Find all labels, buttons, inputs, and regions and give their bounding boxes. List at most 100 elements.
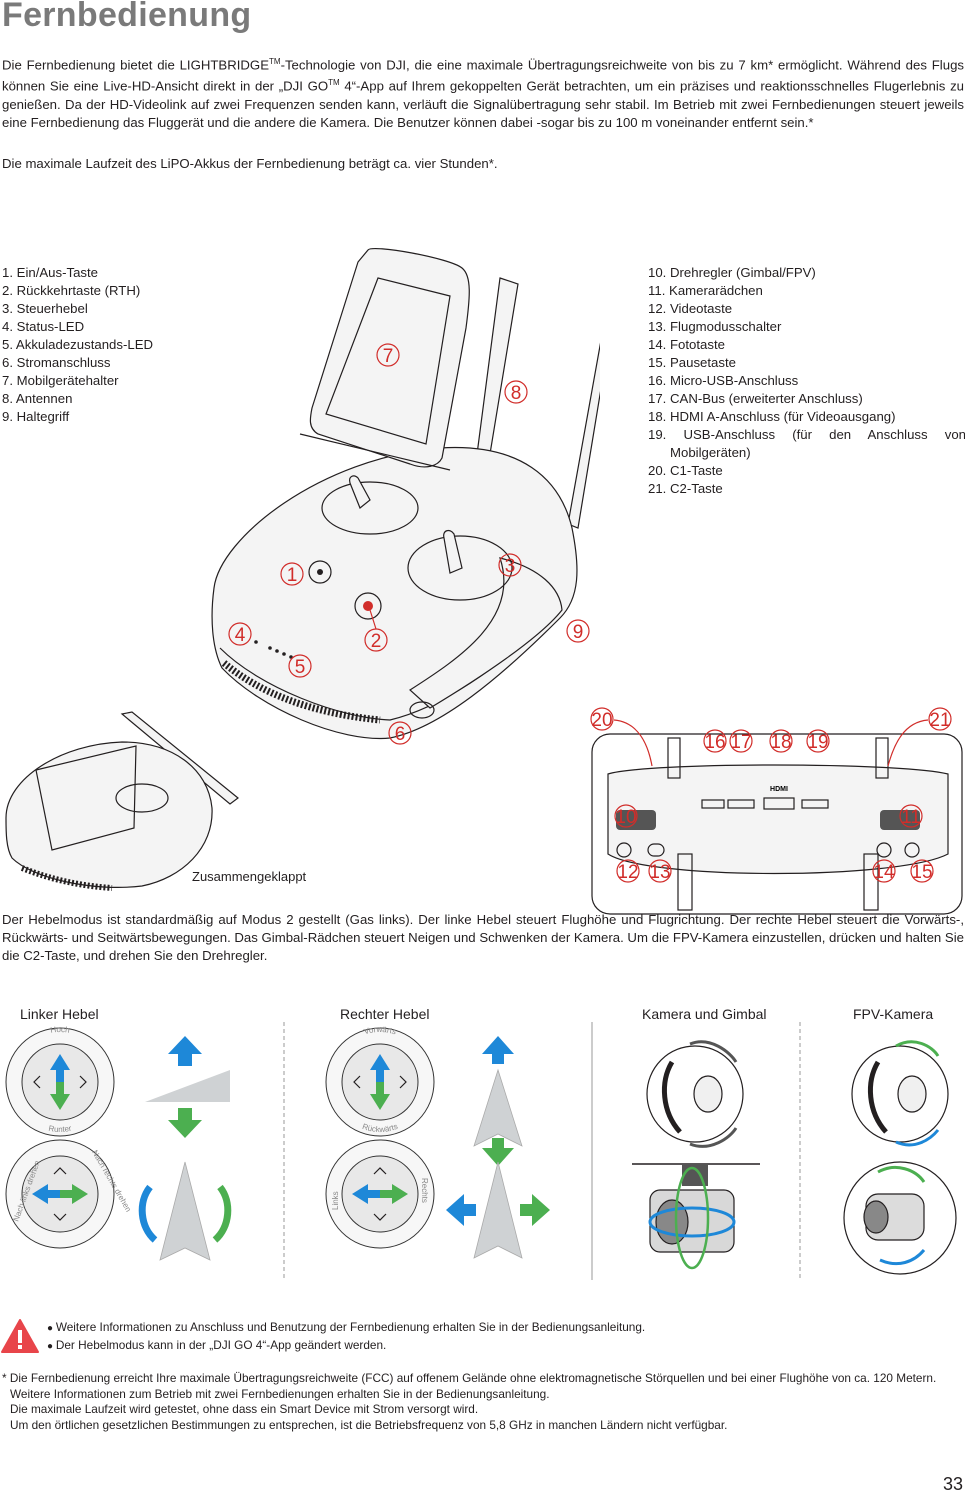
hdmi-port-label: HDMI bbox=[770, 786, 788, 793]
rotate-down-icon bbox=[689, 1127, 738, 1148]
callout-6: 6 bbox=[388, 721, 412, 745]
pause-button[interactable] bbox=[904, 842, 920, 858]
svg-text:9: 9 bbox=[573, 622, 584, 643]
right-stick-pitch: Vorwärts Rückwärts bbox=[325, 1025, 435, 1137]
svg-text:4: 4 bbox=[235, 625, 246, 646]
footnote-line: Weitere Informationen zum Betrieb mit zw… bbox=[10, 1386, 550, 1401]
dial-right[interactable] bbox=[880, 810, 920, 830]
footnote: * Die Fernbedienung erreicht Ihre maxima… bbox=[2, 1371, 964, 1433]
legend-item: 11. Kamerarädchen bbox=[648, 283, 763, 298]
trademark-sup-2: TM bbox=[328, 78, 340, 88]
svg-text:21: 21 bbox=[929, 710, 950, 731]
svg-text:20: 20 bbox=[591, 710, 612, 731]
label-up: Hoch bbox=[50, 1025, 70, 1035]
tilt-rotation-icon bbox=[674, 1166, 710, 1270]
antenna-left bbox=[475, 277, 519, 467]
svg-text:3: 3 bbox=[505, 556, 516, 577]
intro-text-1: Die Fernbedienung bietet die LIGHTBRIDGE bbox=[2, 57, 269, 73]
arrow-right-icon bbox=[380, 1184, 408, 1204]
arrow-up-icon bbox=[482, 1036, 514, 1064]
legend-item: 16. Micro-USB-Anschluss bbox=[648, 373, 799, 388]
footnote-line: * Die Fernbedienung erreicht Ihre maxima… bbox=[2, 1371, 937, 1385]
legend-item: 21. C2-Taste bbox=[648, 481, 723, 496]
callout-3: 3 bbox=[498, 553, 522, 577]
label-forward: Vorwärts bbox=[363, 1025, 397, 1036]
arrow-right-icon bbox=[520, 1194, 550, 1226]
legend-item: 17. CAN-Bus (erweiterter Anschluss) bbox=[648, 391, 863, 406]
arrow-up-icon bbox=[50, 1054, 70, 1082]
callout-11: 11 bbox=[899, 804, 923, 828]
footnote-line: Um den örtlichen gesetzlichen Bestimmung… bbox=[10, 1417, 728, 1432]
svg-text:13: 13 bbox=[649, 862, 670, 883]
legend-item: 2. Rückkehrtaste (RTH) bbox=[2, 283, 141, 298]
callout-20: 20 bbox=[590, 707, 653, 767]
svg-text:7: 7 bbox=[383, 346, 394, 367]
rotate-left-icon bbox=[138, 1184, 158, 1243]
svg-text:18: 18 bbox=[770, 732, 791, 753]
back-leg-right bbox=[863, 853, 879, 911]
callout-17: 17 bbox=[729, 729, 753, 753]
svg-text:14: 14 bbox=[873, 862, 895, 883]
legend-item: 9. Haltegriff bbox=[2, 409, 70, 424]
page-number: 33 bbox=[942, 1474, 963, 1494]
legend-item: 5. Akkuladezustands-LED bbox=[2, 337, 154, 352]
callout-7: 7 bbox=[376, 343, 400, 367]
back-antenna-left bbox=[667, 737, 681, 779]
arrow-up-icon bbox=[168, 1036, 202, 1066]
callout-14: 14 bbox=[872, 859, 896, 883]
callout-8: 8 bbox=[504, 380, 528, 404]
antenna-right bbox=[567, 342, 600, 529]
folded-speaker-grille bbox=[20, 865, 113, 891]
warning-item: Der Hebelmodus kann in der „DJI GO 4“-Ap… bbox=[47, 1337, 645, 1355]
video-button[interactable] bbox=[616, 842, 632, 858]
rotate-up-icon bbox=[689, 1040, 738, 1063]
mobile-holder bbox=[309, 247, 470, 468]
callout-15: 15 bbox=[910, 859, 934, 883]
warning-list: Weitere Informationen zu Anschluss und B… bbox=[47, 1319, 645, 1355]
arrow-down-icon bbox=[50, 1082, 70, 1110]
power-port bbox=[409, 701, 435, 719]
legend-item: 20. C1-Taste bbox=[648, 463, 723, 478]
section-label-gimbal: Kamera und Gimbal bbox=[642, 1006, 767, 1022]
right-stick-roll: Links Rechts bbox=[325, 1139, 435, 1249]
callout-12: 12 bbox=[616, 859, 640, 883]
callout-1: 1 bbox=[280, 562, 304, 586]
arrow-up-icon bbox=[370, 1054, 390, 1082]
paper-plane-icon bbox=[473, 1161, 523, 1259]
right-stick[interactable] bbox=[443, 529, 463, 574]
arrow-right-icon bbox=[60, 1184, 88, 1204]
left-stick-yaw: Nach links drehen Nach rechts drehen bbox=[5, 1139, 133, 1249]
tilt-down-icon bbox=[879, 1248, 926, 1266]
svg-text:15: 15 bbox=[911, 862, 932, 883]
stick-mode-paragraph: Der Hebelmodus ist standardmäßig auf Mod… bbox=[2, 912, 964, 963]
flight-mode-switch[interactable] bbox=[647, 843, 665, 857]
back-leg-left bbox=[677, 853, 693, 911]
photo-button[interactable] bbox=[876, 842, 892, 858]
paper-plane-icon bbox=[473, 1068, 523, 1147]
legend-item: 8. Antennen bbox=[2, 391, 73, 406]
svg-text:10: 10 bbox=[615, 807, 636, 828]
left-stick[interactable] bbox=[349, 475, 371, 509]
callout-4: 4 bbox=[228, 622, 252, 646]
svg-text:6: 6 bbox=[395, 724, 406, 745]
legend-item: 7. Mobilgerätehalter bbox=[2, 373, 119, 388]
arrow-left-icon bbox=[352, 1184, 380, 1204]
svg-text:12: 12 bbox=[617, 862, 638, 883]
svg-text:19: 19 bbox=[807, 732, 828, 753]
arrow-down-icon bbox=[168, 1108, 202, 1138]
footnote-line: Die maximale Laufzeit wird getestet, ohn… bbox=[10, 1402, 479, 1416]
arrow-down-icon bbox=[370, 1082, 390, 1110]
rotate-right-icon bbox=[212, 1184, 232, 1243]
warning-triangle-icon bbox=[1, 1319, 39, 1353]
speaker-grille bbox=[221, 660, 381, 724]
callout-19: 19 bbox=[806, 729, 830, 753]
power-button[interactable] bbox=[308, 560, 332, 584]
remote-controller-illustration: 1 2 3 4 5 6 7 8 9 bbox=[211, 247, 600, 745]
page-title: Fernbedienung bbox=[2, 0, 252, 34]
rotate-down-icon bbox=[895, 1129, 940, 1147]
callout-10: 10 bbox=[614, 804, 638, 828]
legend-item: 18. HDMI A-Anschluss (für Videoausgang) bbox=[648, 409, 896, 424]
svg-text:5: 5 bbox=[295, 657, 306, 678]
label-backward: Rückwärts bbox=[361, 1122, 399, 1134]
pan-rotation-icon bbox=[648, 1206, 736, 1238]
